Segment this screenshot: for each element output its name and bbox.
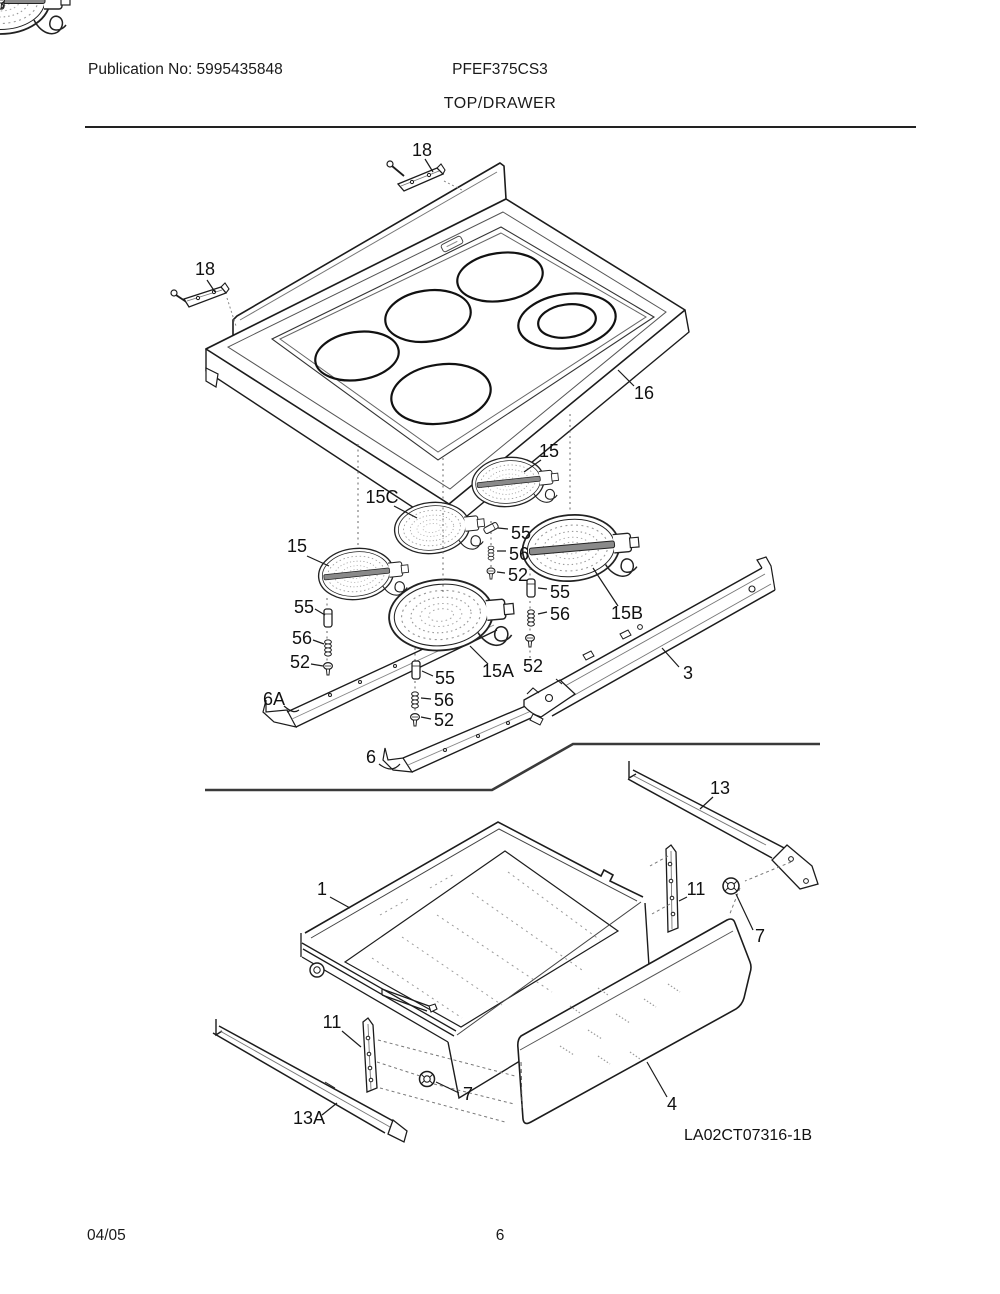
bracket-11-left <box>362 1017 378 1093</box>
callout-56-center: 56 <box>434 690 454 710</box>
callout-7-right: 7 <box>755 926 765 946</box>
page-title: TOP/DRAWER <box>443 95 557 112</box>
fastener-stack-mid <box>482 521 500 580</box>
callout-11-left: 11 <box>323 1012 342 1032</box>
footer-page-number: 6 <box>495 1227 505 1244</box>
drawer-front-panel-4 <box>517 918 752 1125</box>
leader-lines <box>206 158 754 1116</box>
callout-16: 16 <box>634 383 654 403</box>
rail-3 <box>523 556 776 726</box>
section-separator <box>205 742 820 792</box>
fastener-stack-center <box>410 660 421 727</box>
drawer-body-1 <box>300 821 651 1100</box>
bracket-18-left <box>170 282 237 327</box>
drawer-roller <box>309 962 325 978</box>
callout-56-mid: 56 <box>509 544 529 564</box>
burner-rings <box>314 251 617 426</box>
assembly-guides-bottom <box>376 1039 516 1123</box>
callout-15a: 15A <box>482 661 514 681</box>
rail-13a <box>212 1019 408 1143</box>
callout-52-left: 52 <box>290 652 310 672</box>
drawing-number: LA02CT07316-1B <box>684 1127 812 1144</box>
callout-56-right: 56 <box>550 604 570 624</box>
callout-6a: 6A <box>263 689 285 709</box>
heating-element-15b <box>518 508 643 586</box>
fastener-stack-right <box>524 578 536 648</box>
grommet-7-right <box>722 877 740 895</box>
grommet-7-left <box>418 1070 436 1088</box>
assembly-guides-right <box>649 855 792 917</box>
footer-date: 04/05 <box>87 1227 126 1244</box>
rail-13 <box>627 761 819 890</box>
fastener-stack-left <box>323 608 333 676</box>
callout-15-top: 15 <box>539 441 559 461</box>
callout-4: 4 <box>667 1094 677 1114</box>
callout-6: 6 <box>366 747 376 767</box>
callout-55-left: 55 <box>294 597 314 617</box>
callout-7-left: 7 <box>463 1084 473 1104</box>
callout-15c: 15C <box>365 487 398 507</box>
callout-13a: 13A <box>293 1108 325 1128</box>
callout-15-left: 15 <box>287 536 307 556</box>
callout-52-center: 52 <box>434 710 454 730</box>
drawer-handle-slot <box>381 988 438 1013</box>
cooktop-main-top <box>205 198 690 532</box>
callout-56-left: 56 <box>292 628 312 648</box>
callout-11-right: 11 <box>687 879 706 899</box>
callout-52-mid: 52 <box>508 565 528 585</box>
cooktop-logo-plate <box>440 235 464 253</box>
heating-element-15c <box>391 496 488 558</box>
callout-55-center: 55 <box>435 668 455 688</box>
callout-55-mid: 55 <box>511 523 531 543</box>
callout-18-left: 18 <box>195 259 215 279</box>
rail-6 <box>382 701 543 773</box>
heating-element-15a <box>385 572 518 656</box>
callout-3: 3 <box>683 663 693 683</box>
model-number: PFEF375CS3 <box>452 61 548 78</box>
heating-element-15-left <box>315 542 412 604</box>
bracket-11-right <box>665 844 679 933</box>
panel-logo-speckle <box>559 983 681 1065</box>
callout-18-top: 18 <box>412 140 432 160</box>
callout-55-right: 55 <box>550 582 570 602</box>
drawer-floor-texture <box>371 871 601 1019</box>
title-rule <box>85 126 916 128</box>
callout-1: 1 <box>317 879 327 899</box>
bracket-18-top <box>386 160 465 192</box>
callout-13: 13 <box>710 778 730 798</box>
callout-52-right: 52 <box>523 656 543 676</box>
publication-number: Publication No: 5995435848 <box>88 61 283 78</box>
callout-15b: 15B <box>611 603 643 623</box>
